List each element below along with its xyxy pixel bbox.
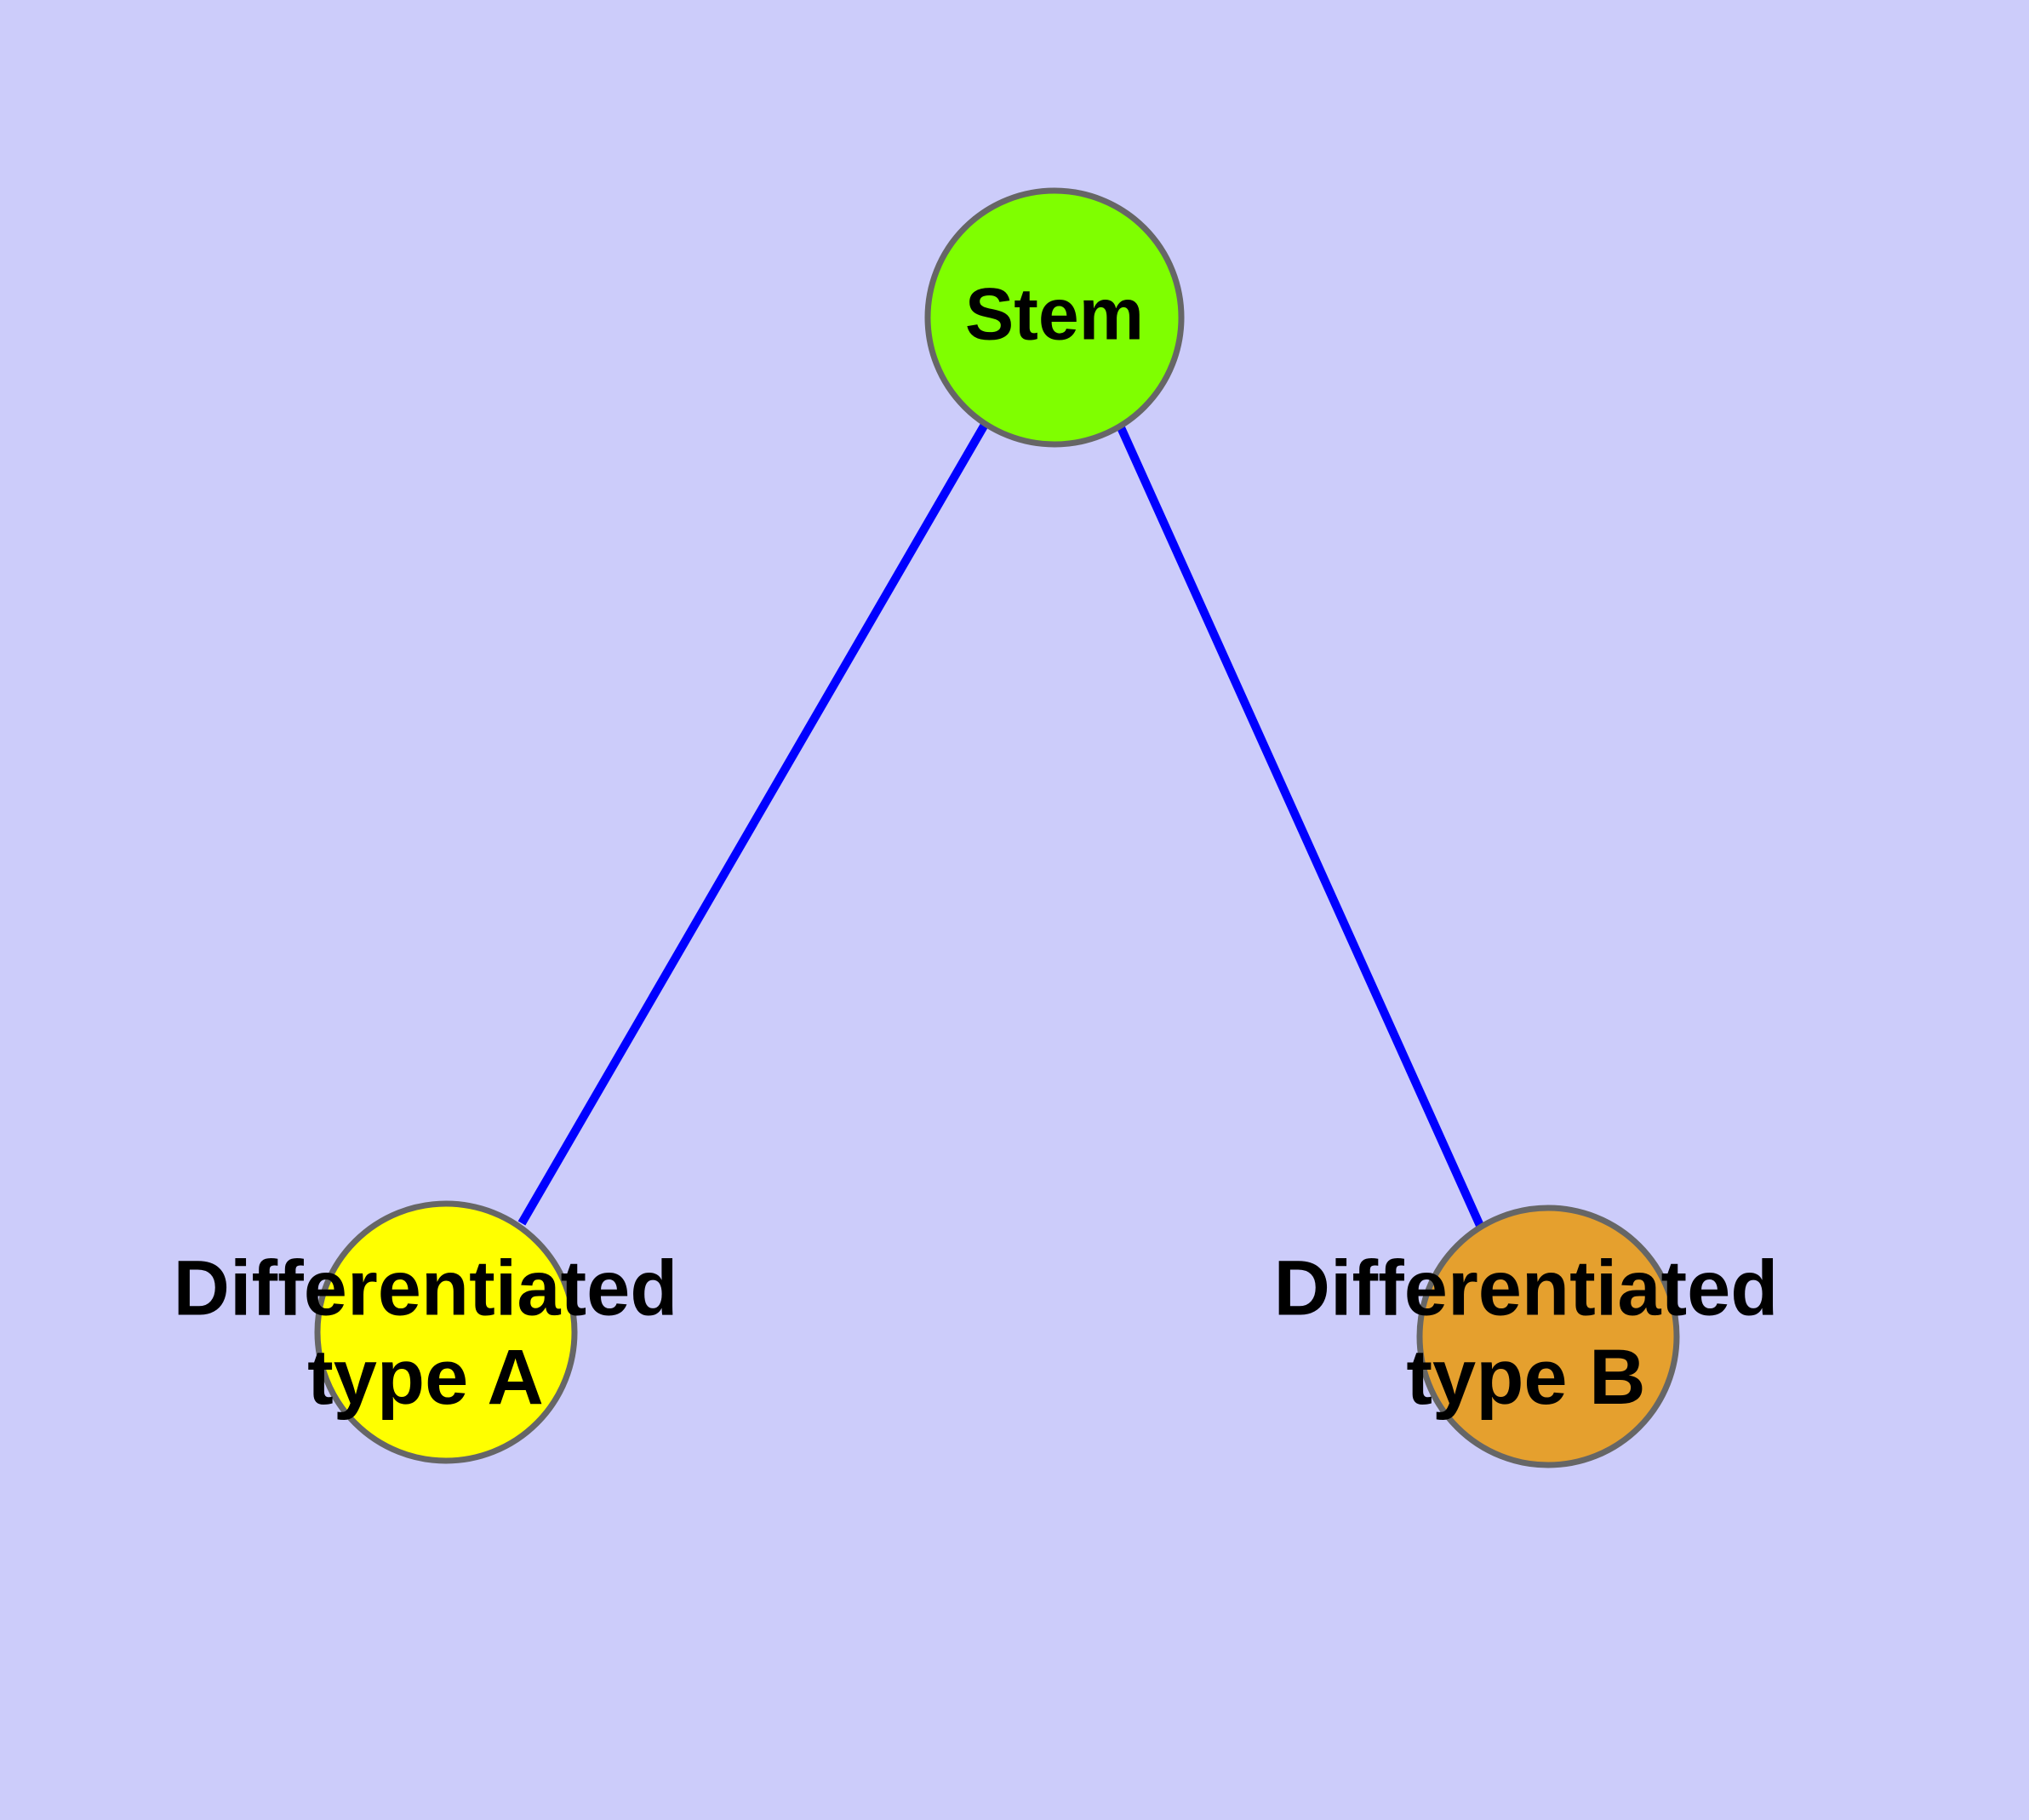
node-differentiated-type-b[interactable]: Differentiated type B [1274, 1205, 1779, 1468]
node-stem-circle[interactable] [924, 187, 1185, 448]
node-differentiated-type-b-circle[interactable] [1416, 1205, 1680, 1468]
edge-stem-diff-a[interactable] [517, 421, 990, 1226]
node-differentiated-type-a-label-line1: Differentiated [174, 1245, 678, 1331]
node-differentiated-type-a[interactable]: Differentiated type A [174, 1200, 678, 1464]
edge-stem-diff-b[interactable] [1116, 423, 1485, 1230]
node-differentiated-type-b-label-line2: type B [1406, 1334, 1645, 1421]
node-differentiated-type-a-label-line2: type A [307, 1334, 544, 1421]
edge-layer [517, 421, 1485, 1230]
node-layer: Stem Differentiated type A Differentiate… [174, 187, 1779, 1468]
node-differentiated-type-b-label-line1: Differentiated [1274, 1245, 1779, 1331]
node-stem-label: Stem [965, 274, 1144, 356]
node-stem[interactable]: Stem [924, 187, 1185, 448]
node-differentiated-type-a-circle[interactable] [314, 1200, 578, 1464]
